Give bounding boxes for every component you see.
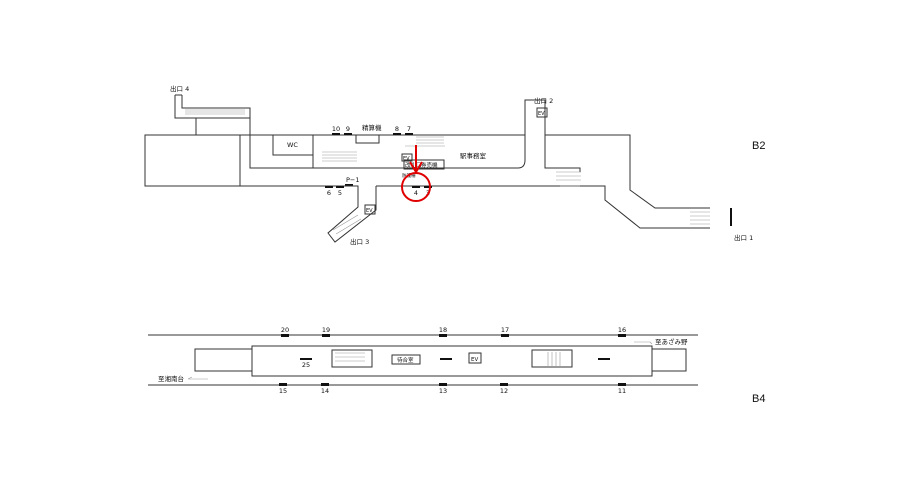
p1-label: P−1: [346, 176, 360, 184]
exit-1-label: 出口 1: [734, 233, 753, 242]
door-number: 6: [327, 189, 331, 197]
fare-adjustment-label: 精算機: [362, 123, 382, 132]
door-number: 15: [279, 387, 287, 395]
door-number: 17: [501, 326, 509, 334]
to-shonandai-label: 至湘南台: [158, 374, 184, 383]
exit-2-label: 出口 2: [534, 96, 553, 105]
door-number: 5: [338, 189, 342, 197]
elevator-label: EV: [403, 156, 410, 162]
door-number: 7: [407, 125, 411, 133]
ticket-gate-label: 改札口: [405, 161, 422, 169]
level-b4-label: B4: [752, 393, 765, 405]
waiting-room-label: 待合室: [397, 356, 414, 364]
elevator-label: EV: [366, 208, 373, 214]
b2-floor-plan: 出口 4 出口 2 出口 3 出口 1 WC 精算機 駅事務室 改札口 券売機 …: [144, 84, 765, 246]
door-number: 10: [332, 125, 340, 133]
b4-floor-plan: 20 19 18 17 16 15 14 13 12 11 25 待合室 EV …: [148, 326, 765, 405]
door-number: 9: [346, 125, 350, 133]
door-number: 12: [500, 387, 508, 395]
wc-label: WC: [287, 141, 298, 149]
door-number: 8: [395, 125, 399, 133]
station-office-label: 駅事務室: [460, 151, 487, 160]
location-highlight: [401, 145, 431, 202]
ticket-machine-label: 券売機: [421, 161, 438, 169]
door-number: 18: [439, 326, 447, 334]
door-number: 13: [439, 387, 447, 395]
door-number: 4: [414, 189, 418, 197]
door-number: 20: [281, 326, 289, 334]
elevator-label: EV: [471, 357, 478, 363]
to-azamino-label: 至あざみ野: [655, 337, 688, 346]
exit-4-label: 出口 4: [170, 84, 189, 93]
door-number: 14: [321, 387, 329, 395]
level-b2-label: B2: [752, 140, 765, 152]
elevator-label: EV: [538, 111, 545, 117]
door-number: 16: [618, 326, 626, 334]
door-number: 11: [618, 387, 626, 395]
car-marker: 25: [302, 361, 310, 369]
door-number: 19: [322, 326, 330, 334]
exit-3-label: 出口 3: [350, 237, 369, 246]
